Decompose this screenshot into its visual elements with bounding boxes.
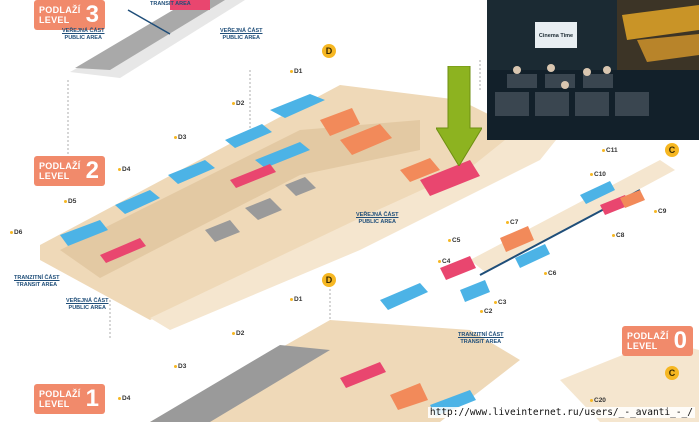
level-word: PODLAŽÍ	[39, 5, 81, 15]
gate-label: D6	[10, 229, 22, 236]
gate-label: D4	[118, 395, 130, 402]
level2-shop-row-3	[168, 160, 215, 184]
level1-shop-1	[380, 283, 428, 310]
gate-label: D4	[118, 166, 130, 173]
pier-badge: D	[322, 44, 336, 58]
level1-accent	[340, 362, 386, 388]
level-1-badge: PODLAŽÍ LEVEL 1	[34, 384, 105, 414]
gate-label: C8	[612, 232, 624, 239]
level3-shop	[170, 0, 210, 10]
level-word: PODLAŽÍ	[627, 331, 669, 341]
level1-public	[560, 340, 699, 422]
area-label: TRANSIT AREA	[150, 1, 191, 7]
level-sub: LEVEL	[39, 171, 70, 181]
level2-shop-row-1	[270, 94, 325, 118]
pier-c-shop-2	[515, 244, 550, 268]
gate-label: C9	[654, 208, 666, 215]
pier-c-accent-2	[440, 256, 476, 280]
cinema-screen-text: Cinema Time	[539, 33, 573, 39]
level-number: 1	[85, 385, 99, 412]
level-sub: LEVEL	[39, 15, 70, 25]
level2-accent-1	[100, 238, 146, 263]
arrow-down-icon	[436, 66, 482, 166]
level2-accent-3	[230, 164, 276, 188]
pier-badge: C	[665, 366, 679, 380]
level1-service	[390, 383, 428, 410]
level-number: 0	[673, 327, 687, 354]
level-connectors	[67, 60, 481, 340]
level2-service-3	[400, 158, 440, 182]
gate-label: D1	[290, 68, 302, 75]
pier-c-service-2	[620, 190, 645, 208]
gate-label: D3	[174, 134, 186, 141]
level-number: 2	[85, 157, 99, 184]
level1-concourse	[150, 345, 330, 422]
gate-label: C11	[602, 147, 618, 154]
pier-c-shop-3	[460, 280, 490, 302]
level2-service-2	[340, 124, 392, 155]
level-number: 3	[85, 1, 99, 28]
gate-label: C5	[448, 237, 460, 244]
level-0-badge: PODLAŽÍ LEVEL 0	[622, 326, 693, 356]
gate-label: C20	[590, 397, 606, 404]
gate-label: C7	[506, 219, 518, 226]
level2-shop-row-6	[255, 142, 310, 168]
level2-shop-row-5	[60, 220, 108, 246]
gate-label: C6	[544, 270, 556, 277]
level2-accent-2	[420, 160, 480, 196]
cinema-photo: Cinema Time	[487, 0, 699, 140]
gate-label: D2	[232, 100, 244, 107]
level3-concourse	[75, 0, 225, 70]
pier-c-shop-1	[580, 181, 615, 204]
level-3-badge: PODLAŽÍ LEVEL 3	[34, 0, 105, 30]
gate-label: C3	[494, 299, 506, 306]
gate-label: D3	[174, 363, 186, 370]
level2-block-3	[285, 177, 316, 196]
gate-label: C4	[438, 258, 450, 265]
watermark-url: http://www.liveinternet.ru/users/_-_avan…	[427, 407, 695, 418]
gate-label: C2	[480, 308, 492, 315]
level2-shop-row-4	[115, 190, 160, 214]
cinema-photo-drawing: Cinema Time	[487, 0, 699, 140]
level2-shop-row-2	[225, 124, 272, 148]
level2-block-1	[245, 198, 282, 220]
level2-block-2	[205, 220, 240, 242]
pier-c-service-1	[500, 226, 534, 252]
pier-badge: C	[665, 143, 679, 157]
level-2-badge: PODLAŽÍ LEVEL 2	[34, 156, 105, 186]
pier-badge: D	[322, 273, 336, 287]
level2-service-1	[320, 108, 360, 136]
gate-label: C10	[590, 171, 606, 178]
gate-label: D5	[64, 198, 76, 205]
level-sub: LEVEL	[627, 341, 658, 351]
gate-label: D2	[232, 330, 244, 337]
gate-label: D1	[290, 296, 302, 303]
level-sub: LEVEL	[39, 399, 70, 409]
level-word: PODLAŽÍ	[39, 161, 81, 171]
level2-corridor	[60, 120, 420, 278]
level-word: PODLAŽÍ	[39, 389, 81, 399]
